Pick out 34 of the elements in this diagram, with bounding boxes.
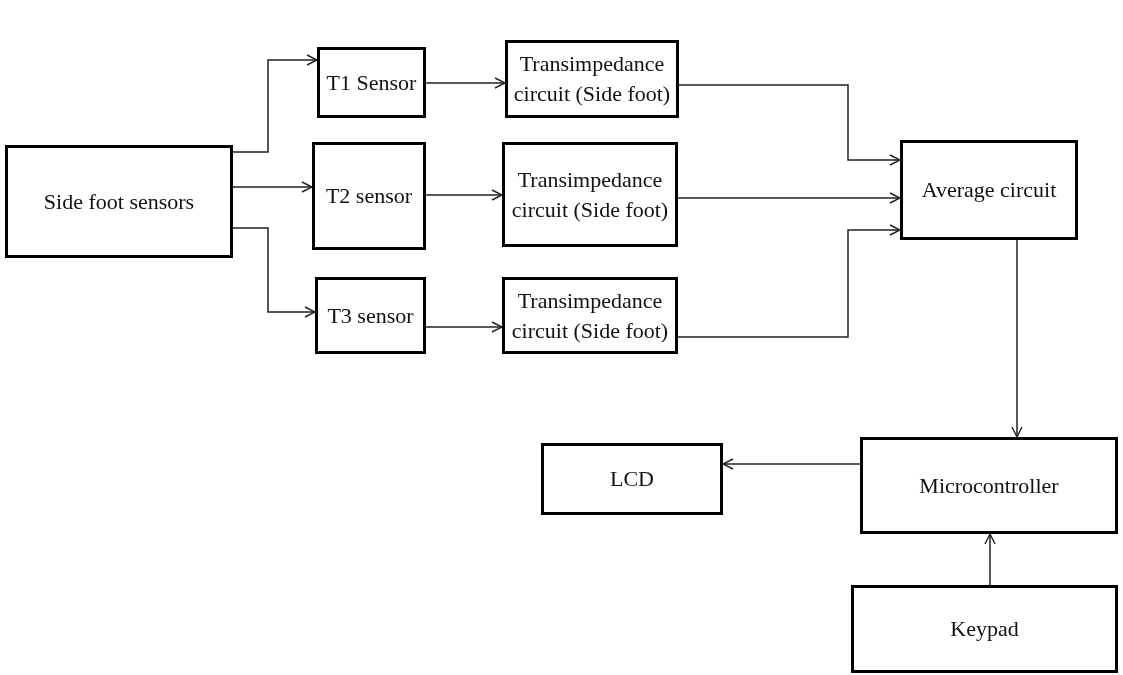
block-box xyxy=(502,277,678,354)
arrow xyxy=(722,458,861,470)
block-box xyxy=(851,585,1118,673)
block-label: LCD xyxy=(610,465,654,494)
block-box xyxy=(315,277,426,354)
arrow xyxy=(232,181,313,193)
arrow xyxy=(232,54,318,153)
arrow xyxy=(677,192,901,204)
arrow xyxy=(984,533,996,586)
block-label: T2 sensor xyxy=(325,182,413,211)
block-box xyxy=(505,40,679,118)
block-label: T3 sensor xyxy=(327,301,414,330)
arrow xyxy=(1011,239,1023,438)
arrow xyxy=(677,224,901,338)
block-label: Keypad xyxy=(950,615,1019,644)
block-label: Transimpedance circuit (Side foot) xyxy=(510,286,670,345)
arrow xyxy=(678,84,901,166)
block-box xyxy=(317,47,426,118)
block-box xyxy=(312,142,426,250)
block-label: Microcontroller xyxy=(919,471,1059,500)
block-label: Transimpedance circuit (Side foot) xyxy=(510,165,670,224)
block-box xyxy=(860,437,1118,534)
block-box xyxy=(541,443,723,515)
arrow xyxy=(425,321,503,333)
block-box xyxy=(5,145,233,258)
block-box xyxy=(900,140,1078,240)
block-label: Side foot sensors xyxy=(43,187,195,216)
arrow xyxy=(425,189,503,201)
arrow xyxy=(232,227,316,318)
block-label: Transimpedance circuit (Side foot) xyxy=(512,50,672,108)
arrow xyxy=(425,77,506,89)
block-box xyxy=(502,142,678,247)
block-label: T1 Sensor xyxy=(326,68,417,97)
block-label: Average circuit xyxy=(921,176,1057,205)
